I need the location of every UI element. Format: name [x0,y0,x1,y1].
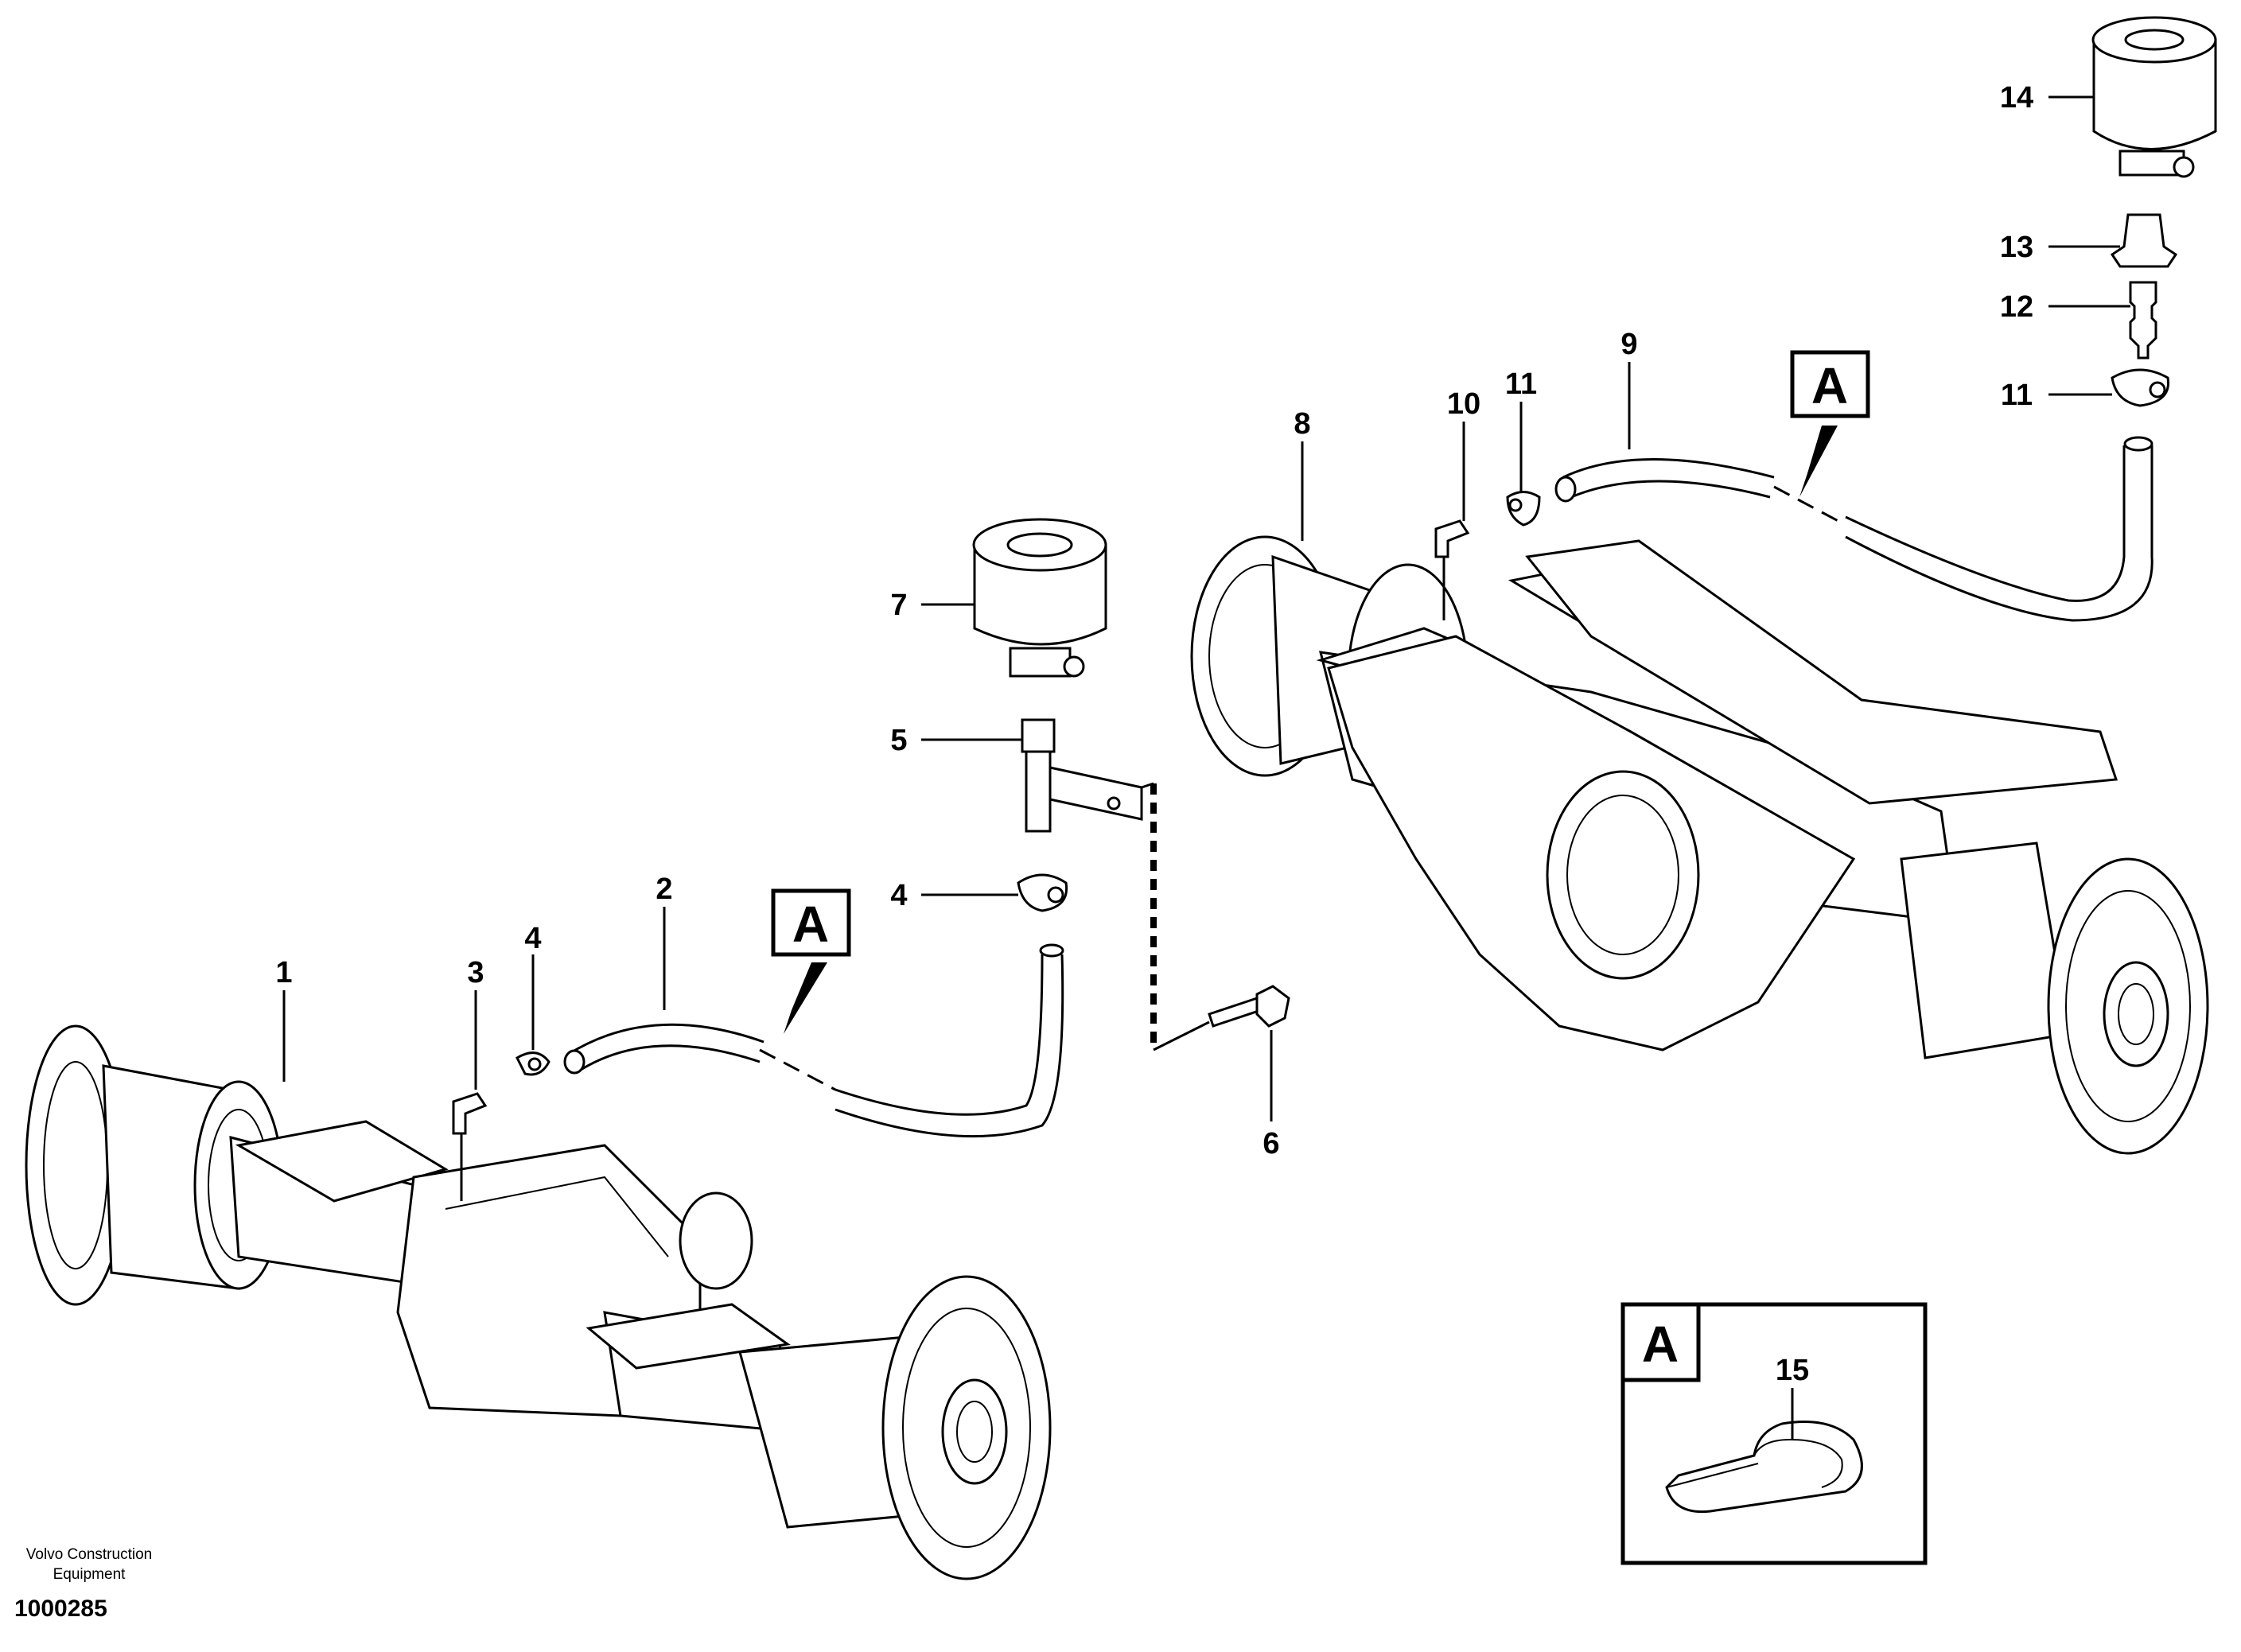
callout-9: 9 [1620,328,1637,361]
breather-nipple-with-bracket [1021,718,1143,833]
hose-clamp-rear-column [2111,368,2170,407]
detail-box-a [1620,1302,1928,1565]
flange-bolt [1208,985,1290,1028]
callout-11-elbow-clamp: 11 [1505,367,1537,401]
publisher-line-2: Equipment [53,1566,126,1583]
breather-nipple-rear [2110,213,2178,268]
hose-clamp-nipple [1017,873,1068,912]
detail-marker-letters: A A A [792,357,1848,1373]
callout-12: 12 [2000,290,2033,324]
document-number: 1000285 [14,1596,107,1622]
callout-4-nipple-clamp: 4 [890,879,907,912]
front-breather-hose [563,943,1064,1138]
callout-15: 15 [1776,1354,1809,1387]
breather-filter-front [972,518,1107,678]
hose-connector [2129,281,2157,360]
breather-filter-rear [2091,16,2217,178]
detail-marker-a-front [771,888,851,1034]
callout-6: 6 [1263,1127,1279,1160]
callout-7: 7 [890,589,907,622]
callout-11-column-clamp: 11 [2001,379,2033,412]
callout-10: 10 [1447,387,1480,421]
rear-breather-hose [1554,436,2153,622]
callout-13: 13 [2000,231,2033,264]
mounting-reference-line [1141,782,1210,1051]
detail-marker-a-front-letter: A [792,896,829,953]
callout-2: 2 [656,873,672,906]
leader-lines [282,95,2130,1440]
figure-footer: Volvo Construction Equipment 1000285 [14,1546,152,1622]
detail-marker-a-rear-letter: A [1811,357,1848,414]
callout-labels: 1 2 3 4 4 5 6 7 8 9 10 11 11 12 13 14 15 [275,81,2033,1387]
callout-5: 5 [890,724,907,757]
hose-clamp-rear-elbow [1506,491,1541,527]
front-axle-assembly [25,1024,1052,1580]
hose-clamp-front [516,1051,551,1076]
callout-1: 1 [275,956,292,989]
callout-4-front-clamp: 4 [524,922,541,955]
callout-3: 3 [467,956,484,989]
callout-8: 8 [1294,407,1310,441]
publisher-line-1: Volvo Construction [26,1546,152,1563]
rear-axle-assembly [1190,519,2209,1155]
detail-marker-a-rear [1790,350,1870,497]
detail-box-a-letter: A [1642,1316,1679,1373]
callout-14: 14 [2000,81,2033,115]
